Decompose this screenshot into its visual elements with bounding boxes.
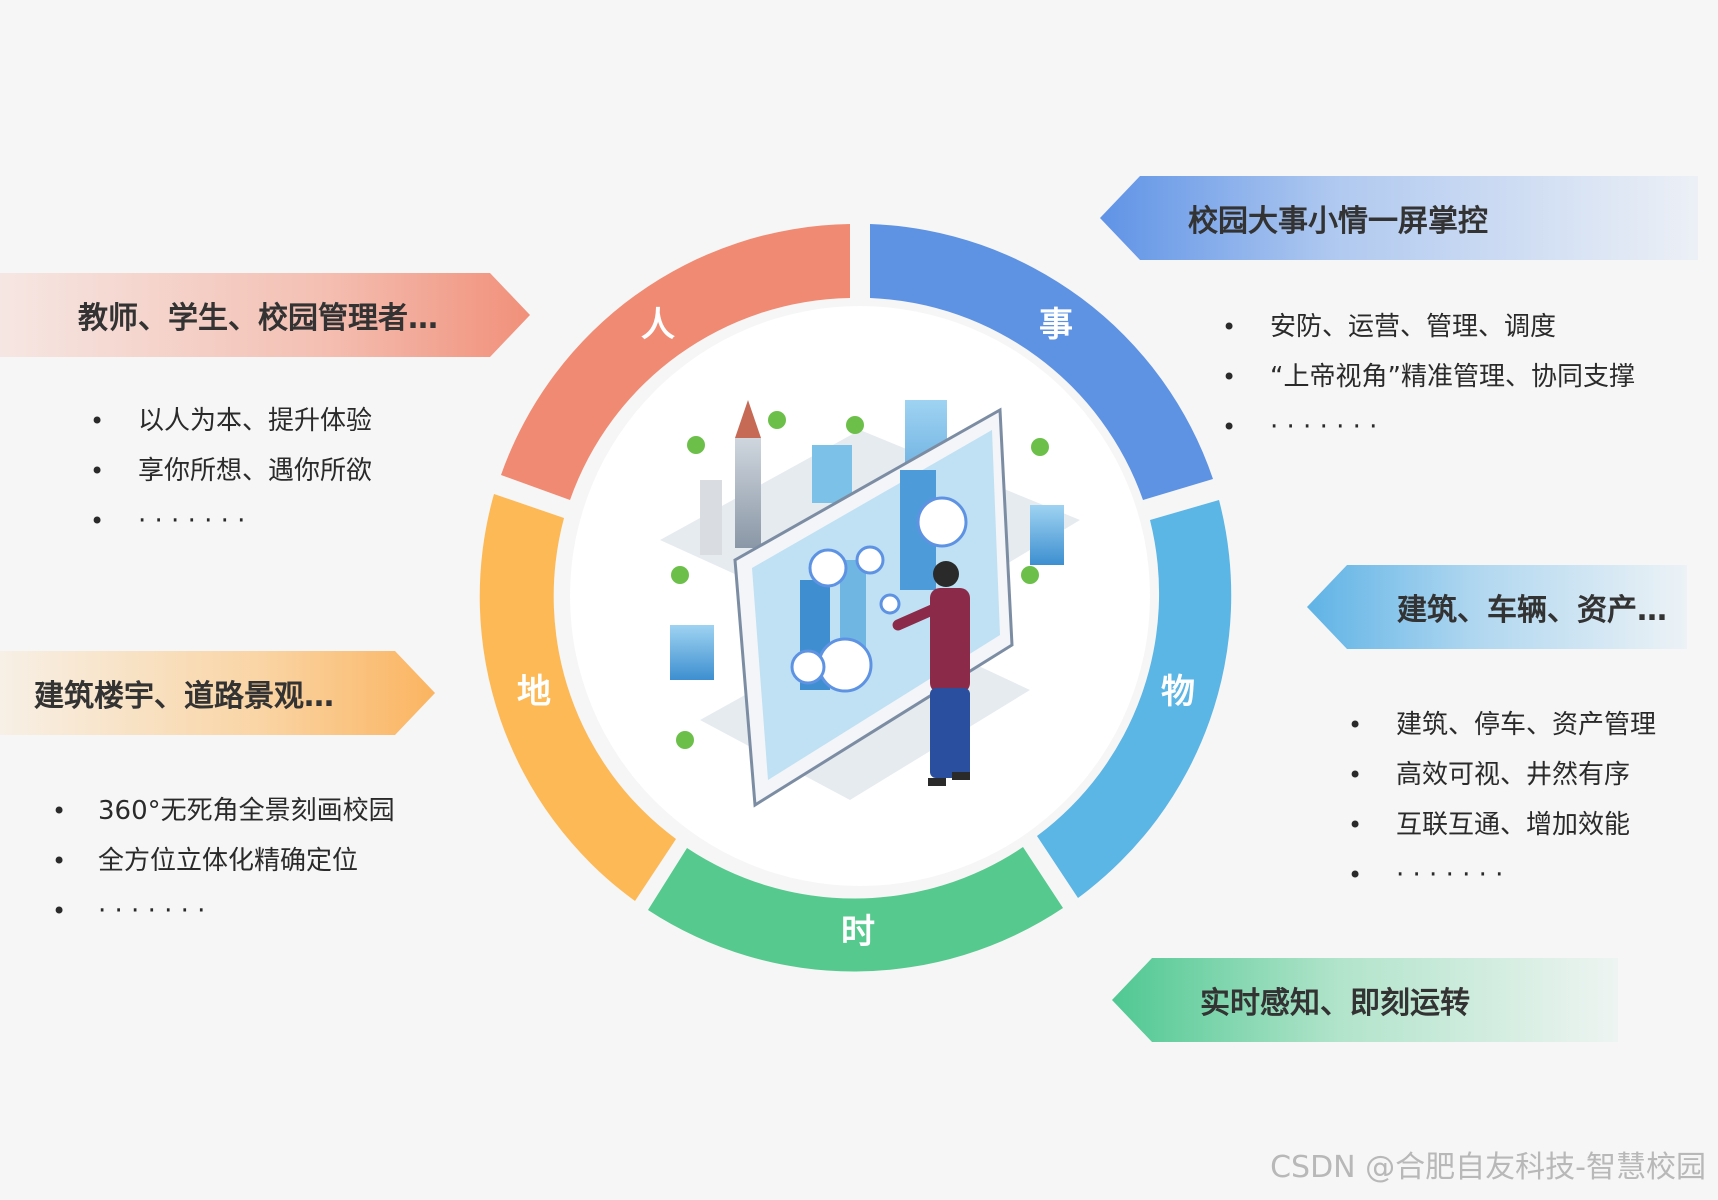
things-banner: 建筑、车辆、资产…	[1307, 565, 1687, 649]
ring-segment-things	[1037, 500, 1232, 898]
people-banner-text: 教师、学生、校园管理者…	[78, 301, 438, 336]
list-item: •全方位立体化精确定位	[52, 846, 359, 876]
ring-label-time: 时	[841, 912, 875, 952]
ring-label-place: 地	[517, 672, 551, 712]
smart-city-illustration	[660, 400, 1080, 808]
list-item: •安防、运营、管理、调度	[1222, 312, 1557, 342]
ring-label-things: 物	[1161, 672, 1195, 712]
time-banner-text: 实时感知、即刻运转	[1200, 986, 1470, 1021]
place-banner-text: 建筑楼宇、道路景观…	[34, 679, 334, 714]
events-banner-text: 校园大事小情一屏掌控	[1188, 204, 1488, 239]
list-item: •360°无死角全景刻画校园	[52, 796, 395, 826]
people-bullet-list: •以人为本、提升体验 •享你所想、遇你所欲 •· · · · · · ·	[90, 396, 372, 546]
ring-segment-events	[870, 224, 1213, 500]
list-item: •以人为本、提升体验	[90, 406, 373, 436]
list-item: •· · · · · · ·	[1348, 860, 1504, 890]
list-item: •· · · · · · ·	[90, 506, 246, 536]
time-banner: 实时感知、即刻运转	[1112, 958, 1618, 1042]
ring-segment-place	[479, 494, 676, 901]
place-banner: 建筑楼宇、道路景观…	[0, 651, 435, 735]
watermark: CSDN @合肥自友科技-智慧校园	[1270, 1150, 1706, 1185]
list-item: •建筑、停车、资产管理	[1348, 710, 1657, 740]
ring-segment-people	[501, 224, 850, 500]
list-item: •· · · · · · ·	[52, 896, 206, 926]
things-banner-text: 建筑、车辆、资产…	[1397, 593, 1667, 628]
list-item: •· · · · · · ·	[1222, 412, 1378, 442]
place-bullet-list: •360°无死角全景刻画校园 •全方位立体化精确定位 •· · · · · · …	[52, 786, 395, 936]
events-banner: 校园大事小情一屏掌控	[1100, 176, 1698, 260]
ring-segment-time	[648, 847, 1063, 972]
ring-label-events: 事	[1039, 305, 1073, 345]
things-bullet-list: •建筑、停车、资产管理 •高效可视、井然有序 •互联互通、增加效能 •· · ·…	[1348, 700, 1656, 900]
people-banner: 教师、学生、校园管理者…	[0, 273, 530, 357]
list-item: •享你所想、遇你所欲	[90, 456, 373, 486]
ring-label-people: 人	[641, 305, 675, 345]
list-item: •“上帝视角”精准管理、协同支撑	[1222, 362, 1635, 392]
list-item: •互联互通、增加效能	[1348, 810, 1631, 840]
list-item: •高效可视、井然有序	[1348, 760, 1631, 790]
events-bullet-list: •安防、运营、管理、调度 •“上帝视角”精准管理、协同支撑 •· · · · ·…	[1222, 302, 1635, 452]
